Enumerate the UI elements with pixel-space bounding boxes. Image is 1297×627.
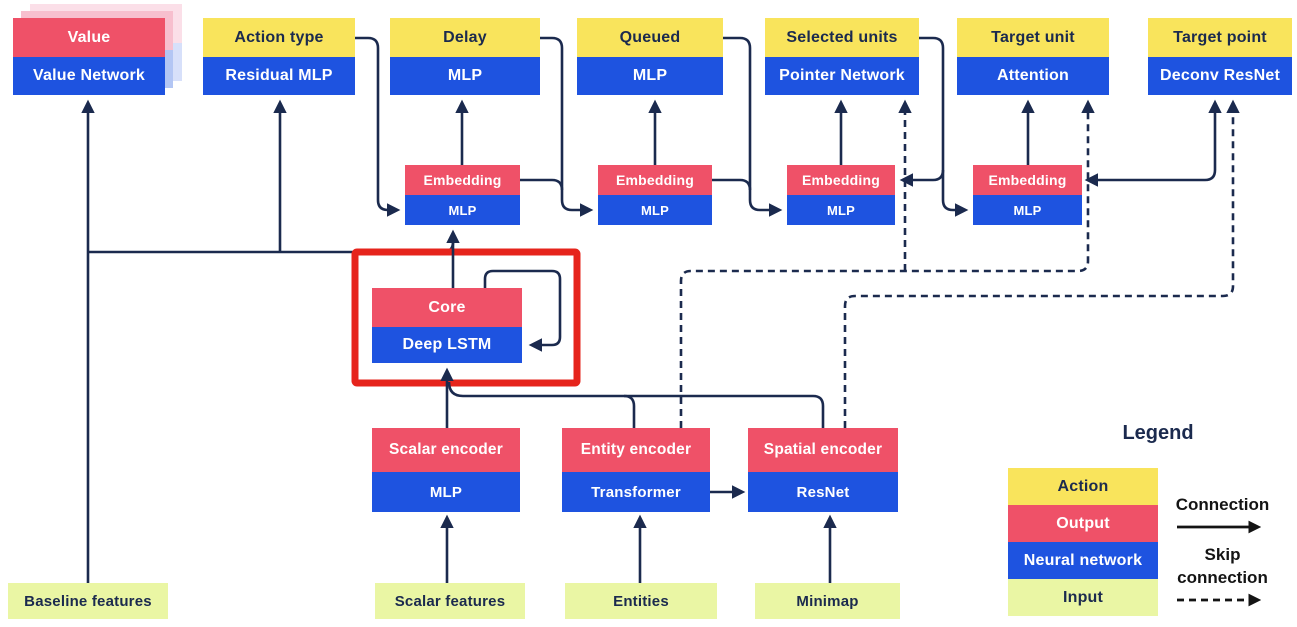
resnet-label: ResNet <box>748 472 898 512</box>
embedding1-output-merge <box>520 178 564 191</box>
deconv-resnet-label: Deconv ResNet <box>1148 57 1292 95</box>
core-label: Core <box>372 288 522 327</box>
action-type-to-embedding1 <box>355 36 401 217</box>
selected-units-to-embedding4 <box>919 36 969 217</box>
deep-lstm-label: Deep LSTM <box>372 327 522 363</box>
legend-skip-connection-label: Skip connection <box>1177 545 1268 587</box>
value-label: Value <box>13 18 165 57</box>
node-queued: Queued MLP <box>577 18 723 95</box>
queued-mlp-label: MLP <box>577 57 723 95</box>
legend-title: Legend <box>1122 422 1194 444</box>
node-value: Value Value Network <box>13 4 182 95</box>
delay-label: Delay <box>390 18 540 57</box>
pointer-network-label: Pointer Network <box>765 57 919 95</box>
node-entity-encoder: Entity encoder Transformer <box>562 428 710 512</box>
legend-neural-network-label: Neural network <box>1008 542 1158 579</box>
node-baseline-features: Baseline features <box>8 583 168 619</box>
spatial-skip-to-deconv-resnet <box>843 99 1240 428</box>
embedding-2-label: Embedding <box>598 165 712 195</box>
delay-to-embedding2 <box>540 36 594 217</box>
delay-mlp-label: MLP <box>390 57 540 95</box>
legend-connection-label: Connection <box>1175 495 1270 514</box>
target-point-label: Target point <box>1148 18 1292 57</box>
embedding2-output-merge <box>712 178 752 191</box>
node-spatial-encoder: Spatial encoder ResNet <box>748 428 898 512</box>
embedding-3-mlp-label: MLP <box>787 195 895 225</box>
selected-units-branch-to-embedding3 <box>899 169 945 187</box>
node-scalar-encoder: Scalar encoder MLP <box>372 428 520 512</box>
transformer-label: Transformer <box>562 472 710 512</box>
attention-label: Attention <box>957 57 1109 95</box>
core-highlight-box <box>351 248 581 387</box>
node-core: Core Deep LSTM <box>372 288 522 363</box>
node-entities: Entities <box>565 583 717 619</box>
embedding-1-mlp-label: MLP <box>405 195 520 225</box>
node-embedding-3: Embedding MLP <box>787 165 895 225</box>
residual-mlp-label: Residual MLP <box>203 57 355 95</box>
node-target-unit: Target unit Attention <box>957 18 1109 95</box>
spatial-encoder-label: Spatial encoder <box>748 428 898 472</box>
node-minimap: Minimap <box>755 583 900 619</box>
entity-encoder-label: Entity encoder <box>562 428 710 472</box>
embedding-1-label: Embedding <box>405 165 520 195</box>
embedding-3-label: Embedding <box>787 165 895 195</box>
legend-action-label: Action <box>1008 468 1158 505</box>
value-network-label: Value Network <box>13 57 165 95</box>
node-scalar-features: Scalar features <box>375 583 525 619</box>
scalar-encoder-label: Scalar encoder <box>372 428 520 472</box>
selected-units-label: Selected units <box>765 18 919 57</box>
node-embedding-4: Embedding MLP <box>973 165 1082 225</box>
embedding-4-mlp-label: MLP <box>973 195 1082 225</box>
node-action-type: Action type Residual MLP <box>203 18 355 95</box>
node-selected-units: Selected units Pointer Network <box>765 18 919 95</box>
node-delay: Delay MLP <box>390 18 540 95</box>
queued-label: Queued <box>577 18 723 57</box>
queued-to-embedding3 <box>723 36 783 217</box>
core-recurrent-loop <box>483 269 562 352</box>
embedding-4-label: Embedding <box>973 165 1082 195</box>
entity-encoder-to-core <box>623 394 636 428</box>
embedding4-target-point-link <box>1084 99 1222 187</box>
node-embedding-2: Embedding MLP <box>598 165 712 225</box>
node-embedding-1: Embedding MLP <box>405 165 520 225</box>
embedding-2-mlp-label: MLP <box>598 195 712 225</box>
legend-color-key: Action Output Neural network Input <box>1008 468 1158 616</box>
node-target-point: Target point Deconv ResNet <box>1148 18 1292 95</box>
legend-input-label: Input <box>1008 579 1158 616</box>
target-unit-label: Target unit <box>957 18 1109 57</box>
action-type-label: Action type <box>203 18 355 57</box>
scalar-encoder-mlp-label: MLP <box>372 472 520 512</box>
spatial-encoder-to-core <box>447 381 825 428</box>
legend-output-label: Output <box>1008 505 1158 542</box>
